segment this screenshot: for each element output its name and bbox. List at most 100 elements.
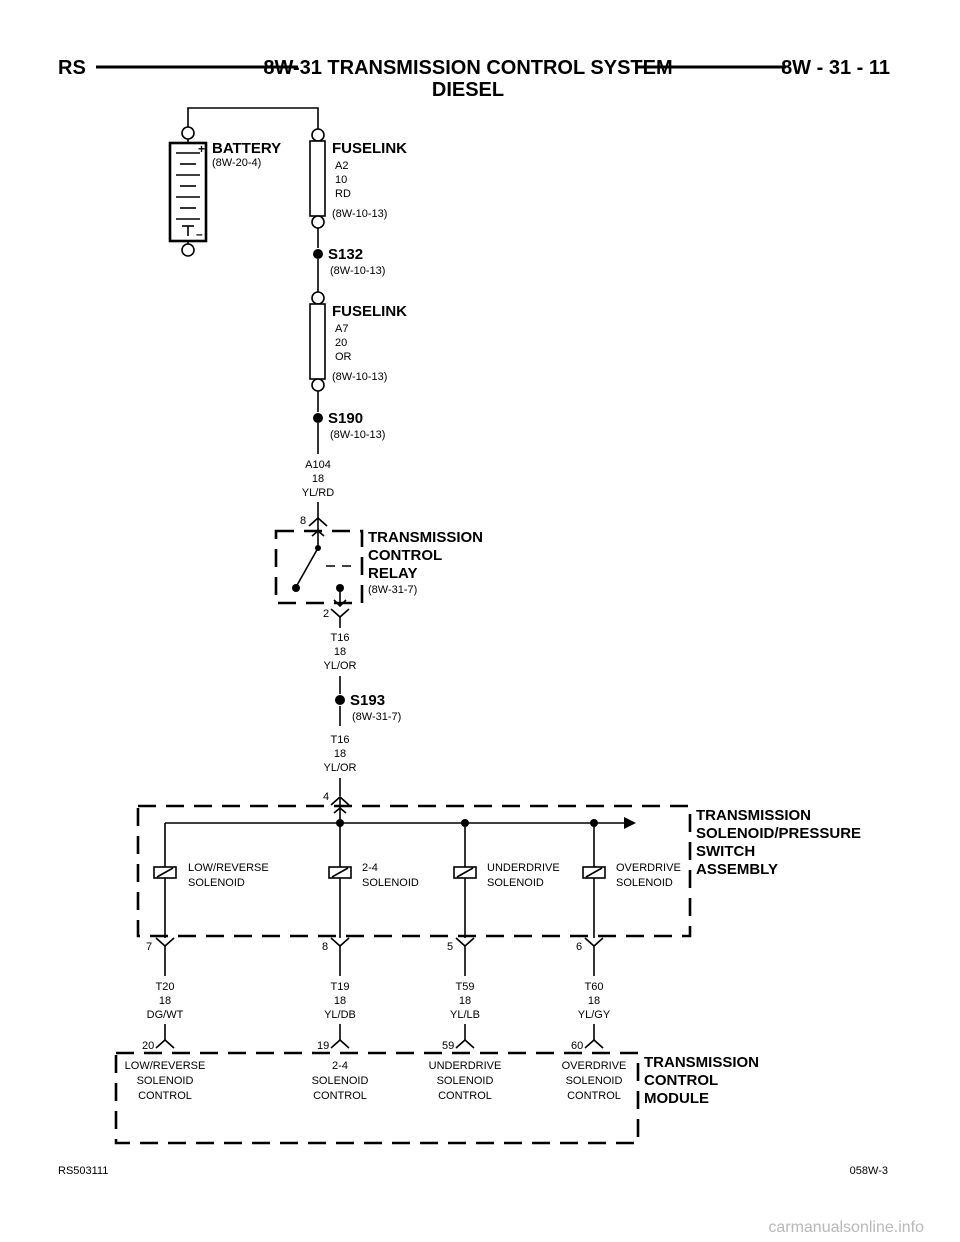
tcm-title-2: CONTROL	[644, 1072, 718, 1089]
wire-t16b-circuit: T16	[331, 734, 350, 746]
assembly-title-4: ASSEMBLY	[696, 861, 778, 878]
tcm-input-3-line2: SOLENOID	[437, 1075, 494, 1087]
splice-s193-ref: (8W-31-7)	[352, 711, 401, 723]
fuselink-1-gauge: 10	[335, 174, 347, 186]
tcm-title-1: TRANSMISSION	[644, 1054, 759, 1071]
solenoid-2-line2: SOLENOID	[362, 877, 419, 889]
splice-s193-label: S193	[350, 692, 385, 709]
wire-t19-gauge: 18	[334, 995, 346, 1007]
solenoid-low-reverse	[153, 823, 177, 938]
splice-s132-dot	[313, 249, 323, 259]
tcm-pin-20: 20	[142, 1040, 154, 1052]
relay-title-1: TRANSMISSION	[368, 529, 483, 546]
assembly-title-1: TRANSMISSION	[696, 807, 811, 824]
fuselink-1-ref: (8W-10-13)	[332, 208, 387, 220]
wire-t19-color: YL/DB	[324, 1009, 356, 1021]
watermark: carmanualsonline.info	[768, 1219, 924, 1236]
solenoid-2-4	[328, 823, 352, 938]
tcm-input-4-line3: CONTROL	[567, 1090, 621, 1102]
battery-plus-sign: +	[198, 142, 205, 156]
relay-title-2: CONTROL	[368, 547, 442, 564]
footer-code: 058W-3	[850, 1165, 888, 1177]
splice-s132-label: S132	[328, 246, 363, 263]
tcm-input-wires	[155, 1024, 604, 1049]
tcm-input-1-line2: SOLENOID	[137, 1075, 194, 1087]
battery-symbol	[168, 107, 319, 257]
battery-minus-sign: –	[196, 227, 203, 241]
solenoid-2-line1: 2-4	[362, 862, 378, 874]
assembly-title-2: SOLENOID/PRESSURE	[696, 825, 861, 842]
solenoid-bus	[165, 817, 636, 829]
tcm-title-3: MODULE	[644, 1090, 709, 1107]
wire-t16b-gauge: 18	[334, 748, 346, 760]
fuselink-1-label: FUSELINK	[332, 140, 407, 157]
tcm-input-2-line1: 2-4	[332, 1060, 348, 1072]
solenoid-2-pin: 8	[322, 941, 328, 953]
relay-pin-in: 8	[300, 515, 306, 527]
fuselink-2-color: OR	[335, 351, 352, 363]
assembly-connector-in	[330, 795, 350, 821]
header-section-code: RS	[58, 57, 86, 79]
wire-t20-gauge: 18	[159, 995, 171, 1007]
header-subtitle: DIESEL	[432, 79, 504, 101]
wire-a104-gauge: 18	[312, 473, 324, 485]
wire-t60-circuit: T60	[585, 981, 604, 993]
assembly-pin-in: 4	[323, 791, 329, 803]
tcm-input-1-line3: CONTROL	[138, 1090, 192, 1102]
solenoid-3-line2: SOLENOID	[487, 877, 544, 889]
wire-t60-color: YL/GY	[578, 1009, 611, 1021]
tcm-input-4-line1: OVERDRIVE	[562, 1060, 627, 1072]
header-page-number: 8W - 31 - 11	[781, 57, 890, 79]
battery-ref: (8W-20-4)	[212, 157, 261, 169]
fuselink-2-ref: (8W-10-13)	[332, 371, 387, 383]
header-title: 8W-31 TRANSMISSION CONTROL SYSTEM	[263, 57, 672, 79]
wire-t60-gauge: 18	[588, 995, 600, 1007]
solenoid-1-pin: 7	[146, 941, 152, 953]
relay-title-3: RELAY	[368, 565, 417, 582]
wire-t16a-circuit: T16	[331, 632, 350, 644]
solenoid-3-line1: UNDERDRIVE	[487, 862, 560, 874]
relay-box	[274, 529, 364, 605]
footer-figure-id: RS503111	[58, 1165, 108, 1177]
wire-a104-circuit: A104	[305, 459, 331, 471]
solenoid-3-pin: 5	[447, 941, 453, 953]
fuselink-1-color: RD	[335, 188, 351, 200]
wire-t16b-color: YL/OR	[323, 762, 356, 774]
wire-t59-gauge: 18	[459, 995, 471, 1007]
solenoid-1-line2: SOLENOID	[188, 877, 245, 889]
splice-s190-label: S190	[328, 410, 363, 427]
assembly-title-3: SWITCH	[696, 843, 755, 860]
wire-t16a-color: YL/OR	[323, 660, 356, 672]
solenoid-overdrive	[582, 823, 606, 938]
splice-s190-dot	[313, 413, 323, 423]
tcm-pin-19: 19	[317, 1040, 329, 1052]
tcm-input-3-line3: CONTROL	[438, 1090, 492, 1102]
relay-switch-symbol	[292, 518, 358, 608]
splice-s190-ref: (8W-10-13)	[330, 429, 385, 441]
wire-t20-circuit: T20	[156, 981, 175, 993]
tcm-input-2-line2: SOLENOID	[312, 1075, 369, 1087]
solenoid-4-line2: SOLENOID	[616, 877, 673, 889]
tcm-input-3-line1: UNDERDRIVE	[429, 1060, 502, 1072]
splice-s193-dot	[335, 695, 345, 705]
relay-connector-out	[330, 608, 350, 619]
wire-t59-color: YL/LB	[450, 1009, 480, 1021]
tcm-input-4-line2: SOLENOID	[566, 1075, 623, 1087]
fuselink-2-gauge: 20	[335, 337, 347, 349]
fuselink-2-label: FUSELINK	[332, 303, 407, 320]
fuselink-1-symbol	[309, 128, 326, 248]
fuselink-1-circuit: A2	[335, 160, 348, 172]
splice-s132-ref: (8W-10-13)	[330, 265, 385, 277]
assembly-output-connectors	[155, 937, 604, 976]
solenoid-1-line1: LOW/REVERSE	[188, 862, 269, 874]
wire-t16a-gauge: 18	[334, 646, 346, 658]
solenoid-4-line1: OVERDRIVE	[616, 862, 681, 874]
battery-label: BATTERY	[212, 140, 281, 157]
wire-t59-circuit: T59	[456, 981, 475, 993]
fuselink-2-symbol	[309, 291, 326, 412]
tcm-input-1-line1: LOW/REVERSE	[125, 1060, 206, 1072]
fuselink-2-circuit: A7	[335, 323, 348, 335]
tcm-input-2-line3: CONTROL	[313, 1090, 367, 1102]
solenoid-underdrive	[453, 823, 477, 938]
tcm-pin-60: 60	[571, 1040, 583, 1052]
